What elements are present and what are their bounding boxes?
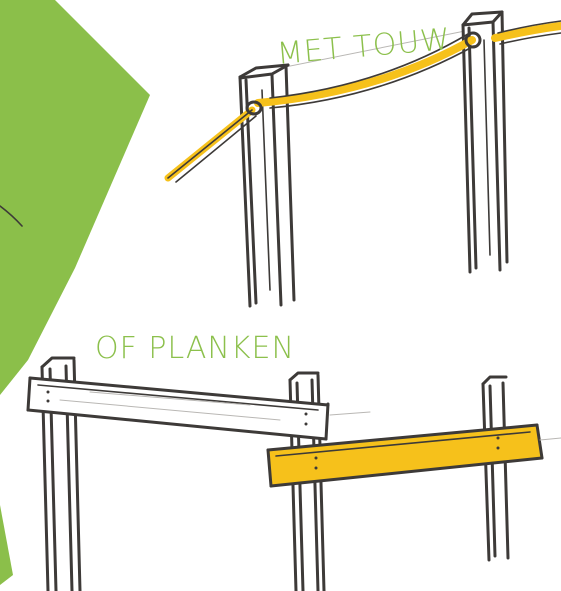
plank-fence: OF PLANKEN <box>26 331 561 591</box>
yellow-plank <box>266 423 561 488</box>
rope <box>164 20 561 183</box>
rope-fence: MET TOUW <box>164 10 561 308</box>
rope-fence-right-post <box>461 10 509 274</box>
green-lower-sliver <box>0 505 13 585</box>
plank-fence-right-post <box>481 375 510 562</box>
planks-label: OF PLANKEN <box>95 331 295 366</box>
white-plank <box>26 376 371 441</box>
green-shape-stroke <box>0 205 23 227</box>
green-background-shape <box>0 0 150 395</box>
